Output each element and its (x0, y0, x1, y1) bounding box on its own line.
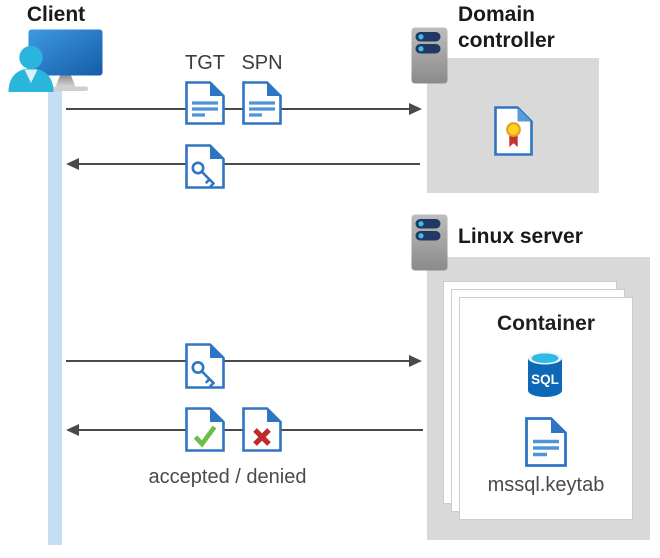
tgt-document-icon (185, 81, 225, 125)
spn-document-icon (242, 81, 282, 125)
accepted-denied-label: accepted / denied (148, 466, 307, 488)
keytab-filename-label: mssql.keytab (487, 474, 605, 496)
cross-document-icon (242, 407, 282, 452)
key-document-icon (185, 343, 225, 389)
tgt-label: TGT (185, 52, 225, 74)
linux-server-label: Linux server (458, 225, 583, 248)
arrow-container-to-client-head (66, 424, 79, 436)
sql-badge-text: SQL (531, 372, 559, 387)
certificate-document-icon (494, 106, 533, 156)
arrow-client-to-dc-head (409, 103, 422, 115)
sql-database-icon: SQL (528, 351, 562, 397)
key-document-icon (185, 144, 225, 189)
arrow-client-to-container-head (409, 355, 422, 367)
container-label: Container (496, 312, 595, 335)
spn-label: SPN (241, 52, 283, 74)
client-label: Client (26, 3, 86, 26)
arrow-client-to-dc-line (66, 108, 410, 110)
arrow-client-to-container-line (66, 360, 410, 362)
domain-controller-label: Domain controller (458, 3, 555, 52)
keytab-document-icon (525, 417, 567, 467)
arrow-dc-to-client-line (78, 163, 420, 165)
container-sheet-front (459, 297, 633, 520)
client-lifeline (48, 91, 62, 545)
server-icon (411, 214, 448, 271)
arrow-dc-to-client-head (66, 158, 79, 170)
server-icon (411, 27, 448, 84)
client-user-monitor-icon (8, 29, 103, 92)
check-document-icon (185, 407, 225, 452)
